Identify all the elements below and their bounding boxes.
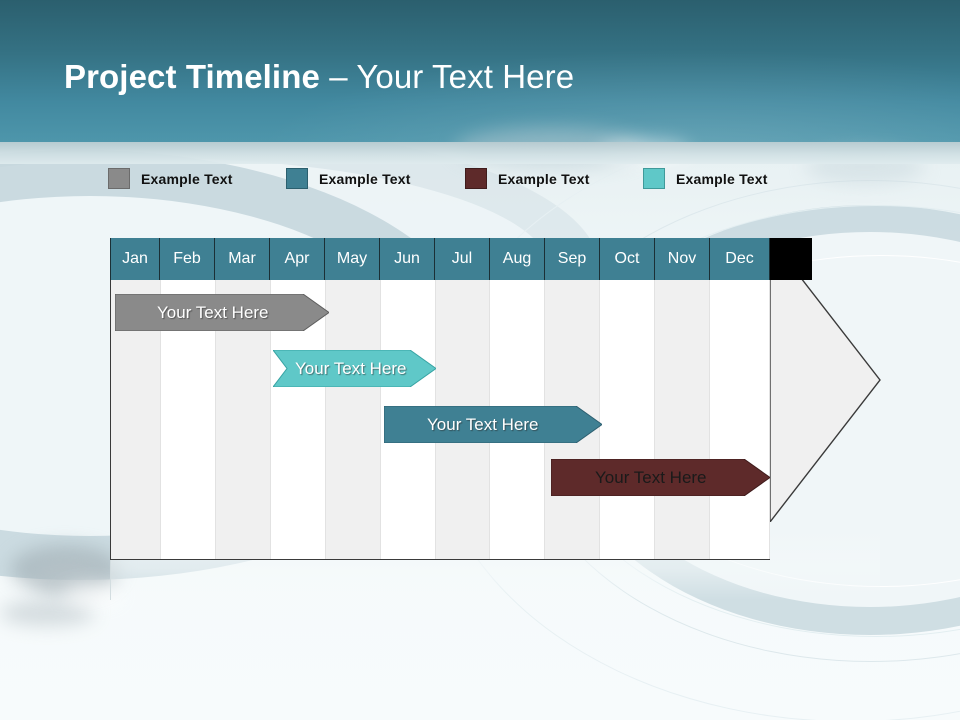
legend-swatch-icon-3 bbox=[465, 168, 487, 189]
title-banner-edge bbox=[0, 142, 960, 164]
legend-swatch-icon-2 bbox=[286, 168, 308, 189]
timeline-column-may bbox=[325, 280, 381, 559]
legend-swatch-icon-4 bbox=[643, 168, 665, 189]
timeline-month-nov[interactable]: Nov bbox=[655, 238, 710, 280]
title-banner-sheen bbox=[0, 0, 960, 142]
timeline-column-dec bbox=[710, 280, 771, 559]
timeline-arrow-head bbox=[769, 235, 942, 525]
timeline-month-sep[interactable]: Sep bbox=[545, 238, 600, 280]
timeline-month-mar[interactable]: Mar bbox=[215, 238, 270, 280]
timeline-month-jan[interactable]: Jan bbox=[110, 238, 160, 280]
timeline-month-apr[interactable]: Apr bbox=[270, 238, 325, 280]
timeline-month-jun[interactable]: Jun bbox=[380, 238, 435, 280]
timeline-bar-label-4: Your Text Here bbox=[595, 467, 707, 487]
timeline-bar-4[interactable]: Your Text Here bbox=[551, 459, 770, 496]
timeline-header-arrow-extension bbox=[770, 238, 812, 280]
legend-item-3[interactable]: Example Text bbox=[465, 168, 590, 189]
timeline-month-jul[interactable]: Jul bbox=[435, 238, 490, 280]
page-title: Project Timeline – Your Text Here bbox=[64, 58, 574, 96]
timeline-bar-3[interactable]: Your Text Here bbox=[384, 406, 602, 443]
page-title-main: Project Timeline bbox=[64, 58, 330, 95]
timeline-month-may[interactable]: May bbox=[325, 238, 380, 280]
legend-label-2: Example Text bbox=[319, 170, 411, 187]
timeline-bar-2[interactable]: Your Text Here bbox=[273, 350, 436, 387]
timeline-month-oct[interactable]: Oct bbox=[600, 238, 655, 280]
timeline-bar-label-2: Your Text Here bbox=[295, 358, 407, 378]
legend-item-4[interactable]: Example Text bbox=[643, 168, 768, 189]
timeline-bar-1[interactable]: Your Text Here bbox=[115, 294, 329, 331]
legend-swatch-icon-1 bbox=[108, 168, 130, 189]
legend-label-1: Example Text bbox=[141, 170, 233, 187]
timeline-bar-label-1: Your Text Here bbox=[157, 302, 269, 322]
title-banner bbox=[0, 0, 960, 142]
legend-label-4: Example Text bbox=[676, 170, 768, 187]
timeline-bar-label-3: Your Text Here bbox=[427, 414, 539, 434]
legend-label-3: Example Text bbox=[498, 170, 590, 187]
timeline-column-oct bbox=[600, 280, 656, 559]
legend-item-2[interactable]: Example Text bbox=[286, 168, 411, 189]
timeline-month-feb[interactable]: Feb bbox=[160, 238, 215, 280]
page-title-subtitle: – Your Text Here bbox=[329, 58, 575, 95]
legend: Example Text Example Text Example Text Exam… bbox=[108, 168, 908, 196]
timeline-month-aug[interactable]: Aug bbox=[490, 238, 545, 280]
timeline-column-nov bbox=[655, 280, 711, 559]
legend-item-1[interactable]: Example Text bbox=[108, 168, 233, 189]
timeline-month-dec[interactable]: Dec bbox=[710, 238, 770, 280]
